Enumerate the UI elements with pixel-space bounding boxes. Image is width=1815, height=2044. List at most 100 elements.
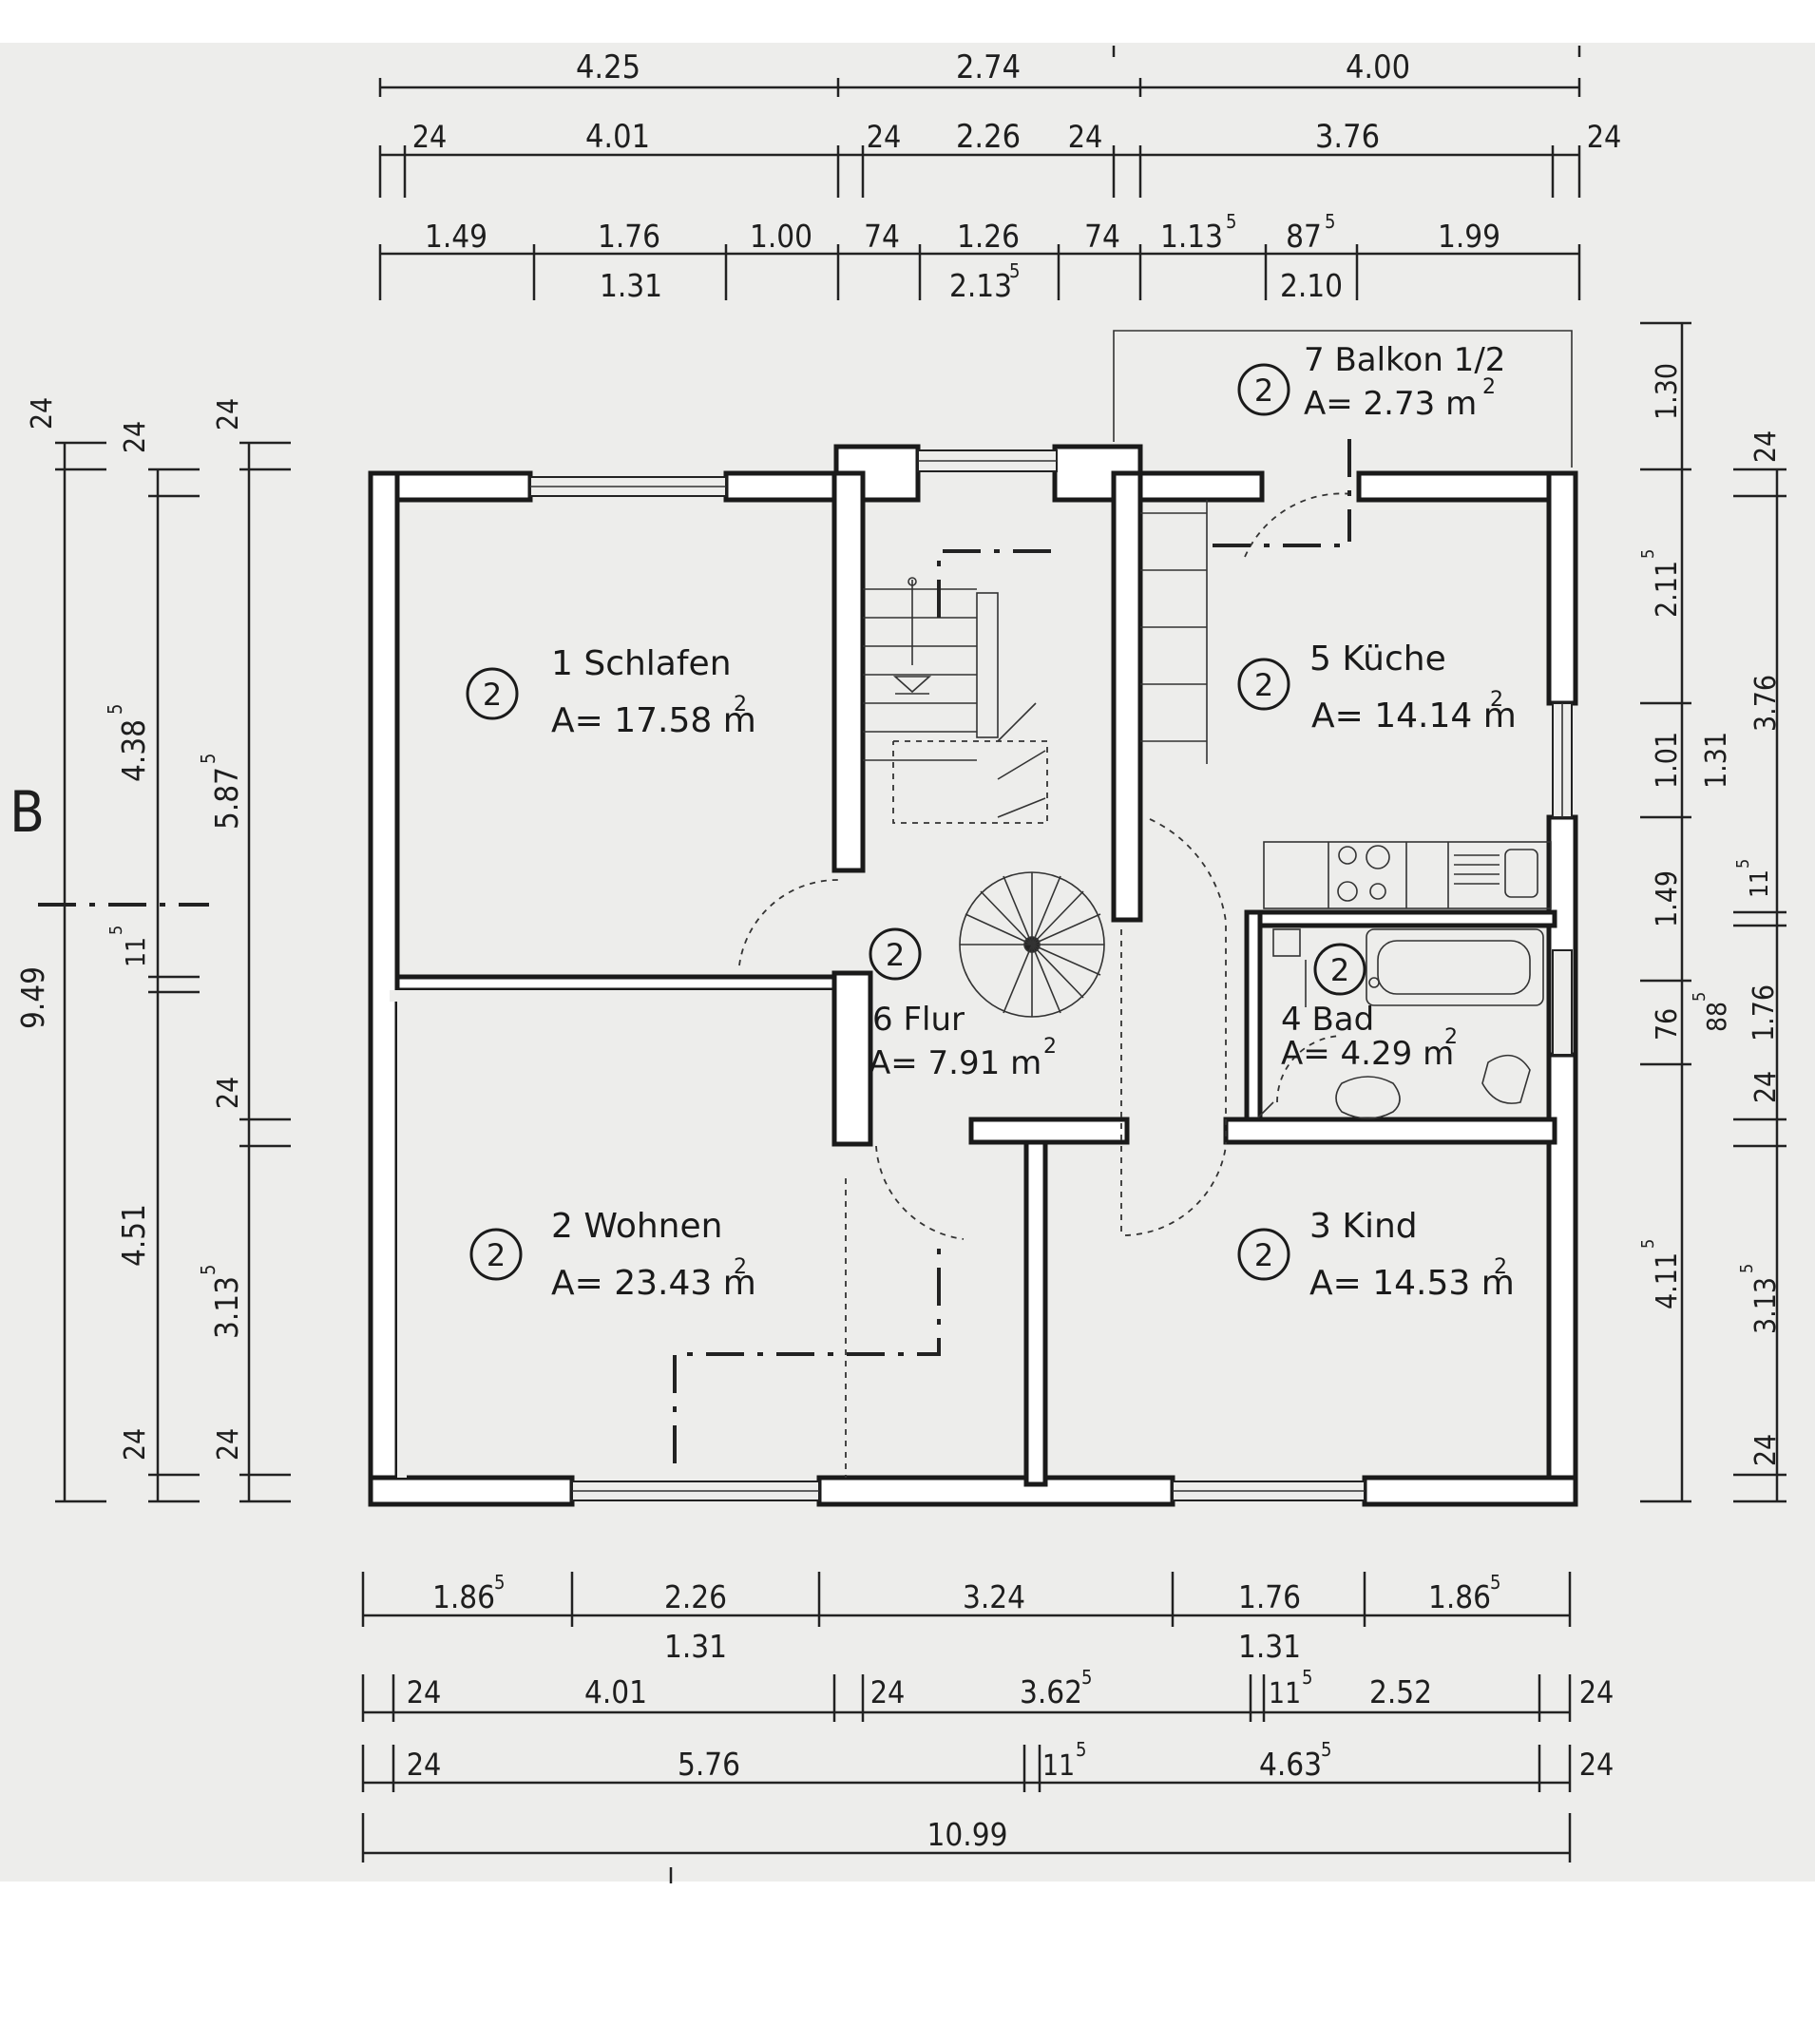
room-area: A= 2.73 m (1304, 385, 1477, 423)
dim-right-1-5: 76 (1651, 1008, 1684, 1041)
room-area: A= 23.43 m (551, 1264, 756, 1303)
dim-bottom-1b-1: 1.31 (664, 1628, 727, 1665)
dim-top-2-7: 24 (1587, 119, 1622, 155)
dim-left-3-1: 24 (212, 398, 245, 430)
room-name: 5 Küche (1309, 640, 1446, 678)
room-area-sup: 2 (734, 693, 747, 716)
room-area: A= 4.29 m (1281, 1035, 1454, 1073)
room-badge: 2 (1254, 373, 1273, 409)
dim-right-1-2-sup: 5 (1638, 549, 1658, 559)
room-area-sup: 2 (1490, 688, 1503, 712)
dim-left-2-3-sup: 5 (106, 926, 126, 935)
dim-left-2-3: 11 (120, 937, 151, 967)
dim-bottom-2-6: 2.52 (1369, 1673, 1432, 1710)
dim-left-3-2-sup: 5 (197, 754, 220, 764)
dim-bottom-3-3: 11 (1042, 1749, 1075, 1783)
windows (529, 449, 1573, 1501)
dim-right-2-6: 1.76 (1748, 984, 1781, 1041)
dim-left-1-2: 9.49 (14, 966, 51, 1029)
dim-bottom-1-5: 1.86 (1428, 1578, 1491, 1615)
dim-top-1-1: 4.25 (576, 48, 640, 86)
room-schlafen: 2 1 Schlafen A= 17.58 m 2 (466, 644, 756, 740)
dim-bottom-2-5: 11 (1269, 1677, 1301, 1710)
dim-left-2-4: 4.51 (115, 1204, 152, 1267)
dim-left-3-4: 3.13 (208, 1276, 245, 1339)
room-area-sup: 2 (1494, 1255, 1507, 1279)
dim-right-1-1: 1.30 (1651, 363, 1684, 420)
kitchen-fittings (1140, 439, 1552, 909)
dim-left-2-2-sup: 5 (104, 704, 126, 715)
dim-right-2-5-sup: 5 (1690, 992, 1710, 1002)
dim-top-3b-2-sup: 5 (1009, 259, 1020, 282)
room-wohnen: 2 2 Wohnen A= 23.43 m 2 (469, 1207, 756, 1303)
dim-top-3b-2: 2.13 (949, 267, 1012, 304)
dim-right-1-3: 1.01 (1651, 732, 1684, 789)
dim-left-3-4-sup: 5 (197, 1265, 220, 1275)
dim-right-2-4-sup: 5 (1733, 859, 1753, 869)
dim-bottom-1b-2: 1.31 (1238, 1628, 1301, 1665)
room-badge: 2 (487, 1237, 506, 1273)
dim-bottom-3-3-sup: 5 (1076, 1738, 1086, 1761)
room-area-sup: 2 (1482, 375, 1496, 399)
axis-marker: B (10, 779, 45, 846)
dim-top-3-1: 1.49 (425, 218, 487, 255)
dim-top-3-6: 74 (1084, 218, 1120, 255)
bathroom-fittings (1257, 928, 1544, 1119)
dim-right-2-9: 24 (1749, 1434, 1783, 1466)
dim-left-2-5: 24 (119, 1428, 152, 1461)
dim-bottom-2-2: 4.01 (584, 1673, 647, 1710)
dim-top-3b-3: 2.10 (1280, 267, 1343, 304)
dim-bottom-1-4: 1.76 (1238, 1578, 1301, 1615)
dim-left-1-1: 24 (26, 397, 59, 430)
dim-top-3b-1: 1.31 (600, 267, 662, 304)
top-dimension-chains: 4.25 2.74 4.00 24 4.01 24 2.26 24 3.76 2… (378, 46, 1622, 304)
room-badge: 2 (886, 937, 905, 973)
dim-bottom-3-2: 5.76 (678, 1746, 740, 1783)
dim-bottom-1-5-sup: 5 (1490, 1571, 1500, 1594)
room-name: 1 Schlafen (551, 644, 732, 683)
room-name: 3 Kind (1309, 1207, 1418, 1246)
room-badge: 2 (483, 677, 502, 713)
dim-top-3-8: 87 (1286, 218, 1322, 255)
dim-top-2-2: 4.01 (585, 118, 650, 156)
room-badge: 2 (1330, 952, 1349, 988)
dim-bottom-2-4: 3.62 (1020, 1673, 1082, 1710)
room-area-sup: 2 (734, 1255, 747, 1279)
dim-top-3-4: 74 (864, 218, 900, 255)
door-swings (673, 818, 1227, 1478)
dim-top-3-5: 1.26 (957, 218, 1020, 255)
dim-bottom-3-1: 24 (407, 1747, 442, 1783)
dim-right-2-7: 24 (1749, 1071, 1783, 1103)
dim-left-3-5: 24 (212, 1428, 245, 1461)
dim-bottom-2-4-sup: 5 (1081, 1666, 1092, 1689)
dim-top-2-6: 3.76 (1315, 118, 1380, 156)
dim-top-3-7: 1.13 (1160, 218, 1223, 255)
dim-right-2-3: 1.31 (1700, 732, 1733, 789)
dim-bottom-1-3: 3.24 (963, 1578, 1025, 1615)
dim-right-2-2: 3.76 (1749, 675, 1783, 732)
room-kueche: 2 5 Küche A= 14.14 m 2 (1237, 640, 1517, 735)
dim-bottom-1-1-sup: 5 (494, 1571, 505, 1594)
room-name: 2 Wohnen (551, 1207, 722, 1246)
dim-bottom-3-4: 4.63 (1259, 1746, 1322, 1783)
room-area: A= 7.91 m (869, 1044, 1041, 1082)
dim-top-3-3: 1.00 (750, 218, 812, 255)
balcony (1113, 330, 1573, 468)
dim-bottom-1-1: 1.86 (432, 1578, 495, 1615)
dim-top-3-9: 1.99 (1438, 218, 1500, 255)
dim-right-1-6: 4.11 (1651, 1252, 1684, 1309)
room-area: A= 14.14 m (1311, 697, 1517, 735)
room-name: 4 Bad (1281, 1001, 1374, 1039)
dim-top-1-2: 2.74 (956, 48, 1021, 86)
room-flur: 2 6 Flur A= 7.91 m 2 (869, 927, 1057, 1082)
dim-bottom-1-2: 2.26 (664, 1578, 727, 1615)
dim-left-2-2: 4.38 (115, 719, 152, 782)
room-area-sup: 2 (1444, 1025, 1458, 1049)
room-kind: 2 3 Kind A= 14.53 m 2 (1237, 1207, 1515, 1303)
dim-bottom-2-3: 24 (870, 1674, 906, 1710)
dim-top-2-5: 24 (1068, 119, 1103, 155)
bottom-dimension-chains: 1.86 5 2.26 3.24 1.76 1.86 5 1.31 1.31 2… (361, 1571, 1614, 1883)
dim-left-3-3: 24 (212, 1077, 245, 1109)
dim-bottom-2-7: 24 (1579, 1674, 1614, 1710)
room-area-sup: 2 (1043, 1035, 1057, 1059)
